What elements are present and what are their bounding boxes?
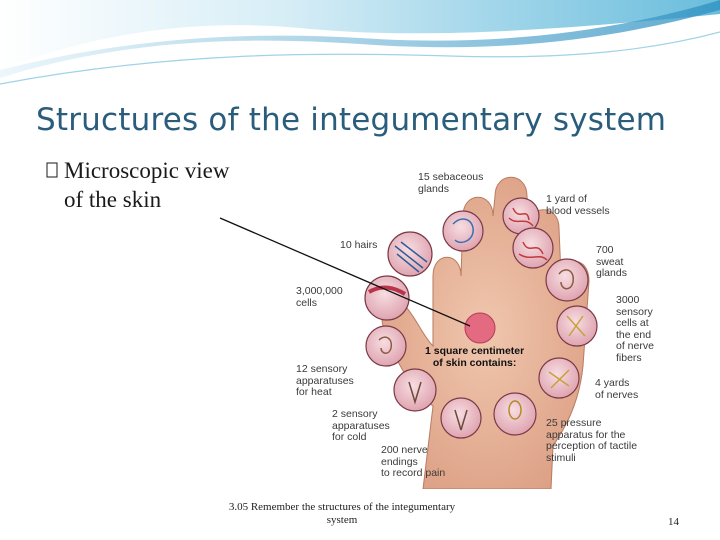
center-label-line1: 1 square centimeter <box>425 345 525 357</box>
slide-title: Structures of the integumentary system <box>36 102 667 138</box>
bullet-icon <box>46 162 58 178</box>
pressure-circle <box>493 392 537 436</box>
skin-hand-figure: 15 sebaceous glands 1 yard of blood vess… <box>283 156 673 489</box>
bullet-text-line2: of the skin <box>64 187 162 212</box>
sebaceous-circle <box>442 210 484 252</box>
header-swoosh <box>0 0 720 85</box>
page-number: 14 <box>668 516 679 528</box>
callout-sebaceous: 15 sebaceous glands <box>418 171 484 195</box>
callout-blood-vessels: 1 yard of blood vessels <box>546 193 610 217</box>
callout-nerves: 4 yards of nerves <box>595 377 639 401</box>
hairs-circle <box>387 231 433 277</box>
heat-circle <box>365 325 407 367</box>
center-label-line2: of skin contains: <box>432 356 517 369</box>
callout-pain: 200 nerve endings to record pain <box>381 444 446 479</box>
callout-sensory-cells: 3000 sensory cells at the end of nerve f… <box>616 294 654 364</box>
cells-circle <box>364 275 410 321</box>
slide-footer: 3.05 Remember the structures of the inte… <box>228 501 456 526</box>
bullet-point: Microscopic view of the skin <box>46 156 286 214</box>
center-label: 1 square centimeter of skin contains: <box>425 345 525 369</box>
sweat-circle <box>545 258 589 302</box>
callout-heat: 12 sensory apparatuses for heat <box>296 363 354 398</box>
callout-pressure: 25 pressure apparatus for the perception… <box>546 417 638 464</box>
callout-hairs: 10 hairs <box>340 239 378 251</box>
callout-cells: 3,000,000 cells <box>296 285 343 309</box>
center-skin-circle <box>464 312 496 344</box>
pain-circle <box>440 397 482 439</box>
nerves-circle <box>538 357 580 399</box>
callout-cold: 2 sensory apparatuses for cold <box>332 408 390 443</box>
callout-sweat: 700 sweat glands <box>596 244 627 279</box>
bullet-text-line1: Microscopic view <box>64 158 230 183</box>
cold-circle <box>393 368 437 412</box>
